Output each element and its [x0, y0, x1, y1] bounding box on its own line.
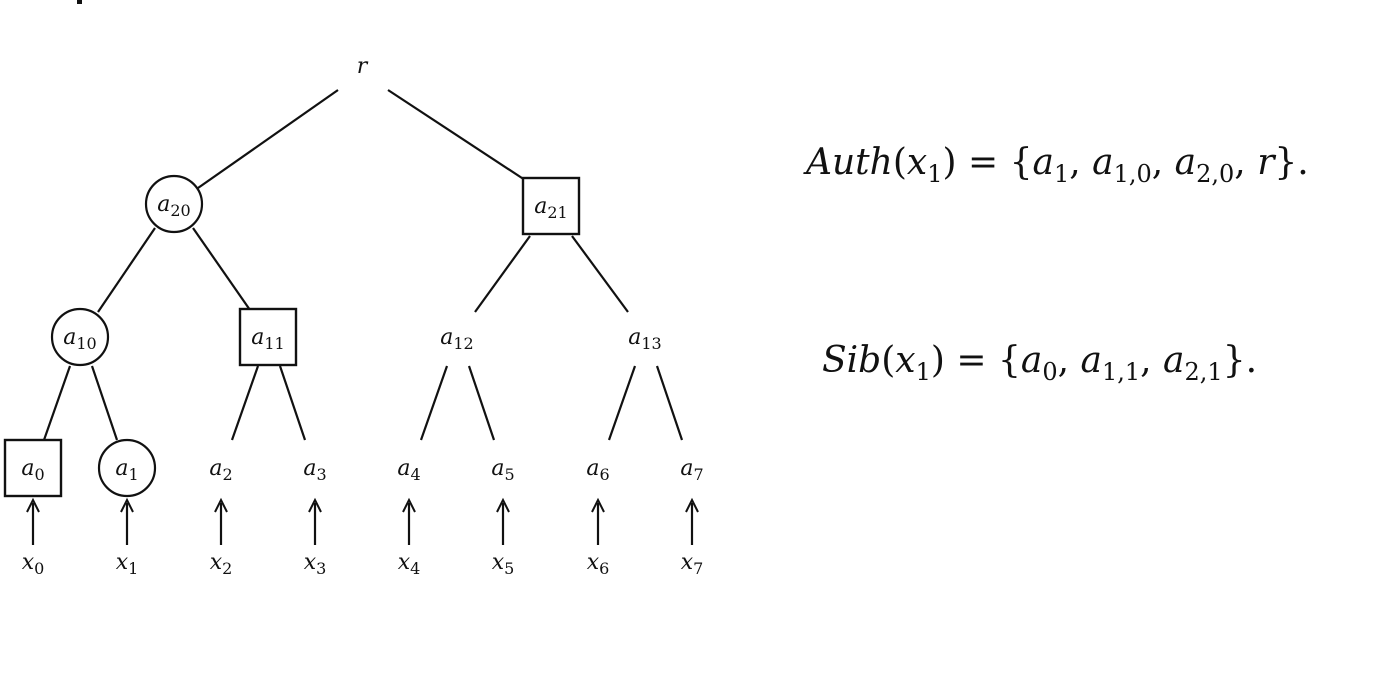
edge: [197, 89, 339, 189]
edge: [607, 365, 637, 441]
node-label: x7: [681, 550, 704, 578]
node-label: a7: [680, 456, 703, 484]
node-label: a21: [534, 194, 567, 222]
node-label: a0: [21, 456, 44, 484]
edge: [90, 365, 119, 441]
node-label: a2: [209, 456, 232, 484]
node-label: a10: [63, 325, 96, 353]
arrow-up-icon: [685, 497, 699, 513]
arrow-up-icon: [402, 497, 416, 513]
edge: [230, 365, 260, 441]
formula-part: ) = {: [930, 340, 1021, 381]
formula-part: ,: [1057, 340, 1081, 381]
arrow-up-icon: [591, 497, 605, 513]
square-node: [238, 307, 298, 367]
auth-formula: Auth(x1) = {a1, a1,0, a2,0, r}.: [806, 142, 1309, 188]
square-node: [521, 176, 581, 236]
node-label: a13: [628, 325, 661, 353]
formula-part: (: [892, 142, 907, 183]
node-label: a5: [491, 456, 514, 484]
formula-part: r: [1257, 142, 1275, 183]
node-label: x5: [492, 550, 515, 578]
formula-part: ,: [1234, 142, 1258, 183]
node-label: a4: [397, 456, 420, 484]
edge: [467, 365, 496, 441]
circle-node: [50, 307, 110, 367]
node-label: a1: [115, 456, 138, 484]
square-node: [3, 438, 63, 498]
arrow-up-icon: [120, 497, 134, 513]
edge: [278, 365, 307, 441]
node-label: x2: [210, 550, 233, 578]
arrow-up-icon: [308, 497, 322, 513]
formula-part: x1: [895, 340, 931, 386]
node-label: x4: [398, 550, 421, 578]
corner-mark: [77, 0, 82, 4]
node-label: x1: [116, 550, 139, 578]
formula-part: a1,1: [1080, 340, 1141, 386]
node-label: x3: [304, 550, 327, 578]
formula-part: a2,1: [1163, 340, 1223, 386]
formula-part: a2,0: [1174, 142, 1235, 188]
formula-part: a1: [1032, 142, 1070, 188]
formula-part: a0: [1020, 340, 1058, 386]
edge: [97, 227, 156, 313]
edge: [655, 365, 684, 441]
formula-part: }.: [1274, 142, 1309, 183]
edge: [474, 235, 531, 313]
formula-part: ) = {: [942, 142, 1033, 183]
circle-node: [144, 174, 204, 234]
node-label: a12: [440, 325, 473, 353]
edge: [387, 89, 529, 183]
edge: [571, 235, 629, 313]
formula-part: Sib: [822, 340, 882, 381]
circle-node: [97, 438, 157, 498]
formula-part: a1,0: [1092, 142, 1152, 188]
merkle-tree: r a20 a21 a10 a11 a12 a13 a0 a1 a2 a3 a4 a5 a6 a7 x0 x1 x…: [3, 54, 704, 578]
node-label: x0: [22, 550, 45, 578]
arrow-up-icon: [214, 497, 228, 513]
formula-part: }.: [1222, 340, 1258, 381]
formula-part: x1: [906, 142, 943, 188]
arrow-up-icon: [26, 497, 40, 513]
sib-formula: Sib(x1) = {a0, a1,1, a2,1}.: [822, 340, 1257, 386]
arrow-up-icon: [496, 497, 510, 513]
formula-part: ,: [1069, 142, 1093, 183]
node-label: a20: [157, 192, 190, 220]
node-label: a11: [251, 325, 284, 353]
formula-part: ,: [1151, 142, 1175, 183]
node-label: x6: [587, 550, 610, 578]
node-label: a6: [586, 456, 609, 484]
formula-part: Auth: [806, 142, 893, 183]
edge: [419, 365, 449, 441]
edge: [192, 227, 251, 311]
edge: [42, 365, 72, 441]
formula-part: (: [881, 340, 896, 381]
formula-part: ,: [1140, 340, 1164, 381]
node-label: a3: [303, 456, 326, 484]
node-label: r: [357, 54, 369, 79]
